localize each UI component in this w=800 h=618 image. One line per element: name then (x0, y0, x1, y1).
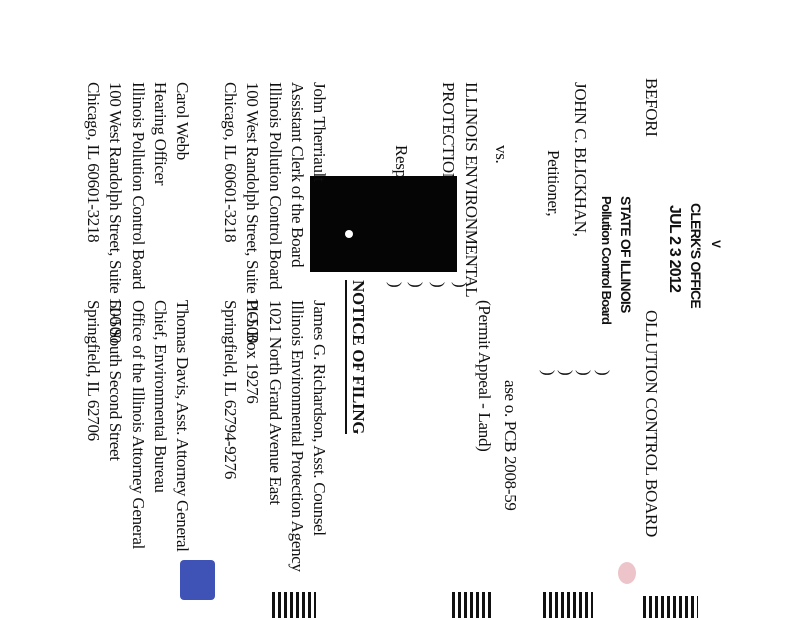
scan-blue-mark (180, 560, 215, 600)
paren: ) (429, 282, 448, 288)
service-line: Thomas Davis, Asst. Attorney General (173, 300, 192, 552)
paren: ) (539, 370, 558, 376)
scan-barcode-artifact (452, 592, 492, 618)
versus: vs. (492, 145, 511, 164)
service-line: 1021 North Grand Avenue East (266, 300, 285, 505)
service-line: John Therriault (310, 82, 329, 182)
stamp-state: STATE OF ILLINOIS (618, 196, 634, 313)
paren: ) (594, 370, 613, 376)
service-line: Illinois Pollution Control Board (129, 82, 148, 290)
petitioner-name: JOHN C. BLICKHAN, (571, 82, 590, 237)
document-title: NOTICE OF FILING (345, 280, 368, 435)
respondent-line1: ILLINOIS ENVIRONMENTAL (462, 82, 481, 298)
service-line: 100 West Randolph Street, Suite 11-500 (106, 82, 125, 344)
service-line: Hearing Officer (151, 82, 170, 186)
paren: ) (386, 282, 405, 288)
service-line: Chicago, IL 60601-3218 (84, 82, 103, 243)
scan-barcode-artifact (272, 592, 316, 618)
service-line: Springfield, IL 62706 (84, 300, 103, 441)
court-heading-before: BEFORI (642, 78, 661, 137)
service-line: Office of the Illinois Attorney General (129, 300, 148, 550)
service-line: Chicago, IL 60601-3218 (221, 82, 240, 243)
stamp-date: JUL 2 3 2012 (666, 205, 683, 293)
paren: ) (557, 370, 576, 376)
scan-barcode-artifact (643, 596, 698, 618)
service-line: Carol Webb (173, 82, 192, 160)
stamp-board: Pollution Control Board (599, 196, 614, 325)
service-line: Chief, Environmental Bureau (151, 300, 170, 493)
case-number: ase o. PCB 2008-59 (501, 380, 520, 511)
paren: ) (451, 282, 470, 288)
scan-red-mark (618, 562, 636, 584)
service-line: Assistant Clerk of the Board (288, 82, 307, 268)
paren: ) (575, 370, 594, 376)
service-line: Springfield, IL 62794-9276 (221, 300, 240, 480)
petitioner-label: Petitioner, (544, 150, 563, 217)
scan-barcode-artifact (543, 592, 593, 618)
redaction-speck (345, 230, 353, 238)
redaction-block (310, 176, 457, 272)
service-line: 100 West Randolph Street, Suite 11-500 (243, 82, 262, 344)
court-heading-board: OLLUTION CONTROL BOARD (642, 310, 661, 537)
service-line: James G. Richardson, Asst. Counsel (310, 300, 329, 536)
service-line: Illinois Pollution Control Board (266, 82, 285, 290)
service-line: 500 South Second Street (106, 300, 125, 461)
case-type: (Permit Appeal - Land) (475, 300, 494, 452)
service-line: Illinois Environmental Protection Agency (288, 300, 307, 572)
paren: ) (407, 282, 426, 288)
stamp-mark: V (709, 240, 723, 248)
stamp-office: CLERK'S OFFICE (688, 203, 704, 308)
service-line: P.O. Box 19276 (243, 300, 262, 404)
